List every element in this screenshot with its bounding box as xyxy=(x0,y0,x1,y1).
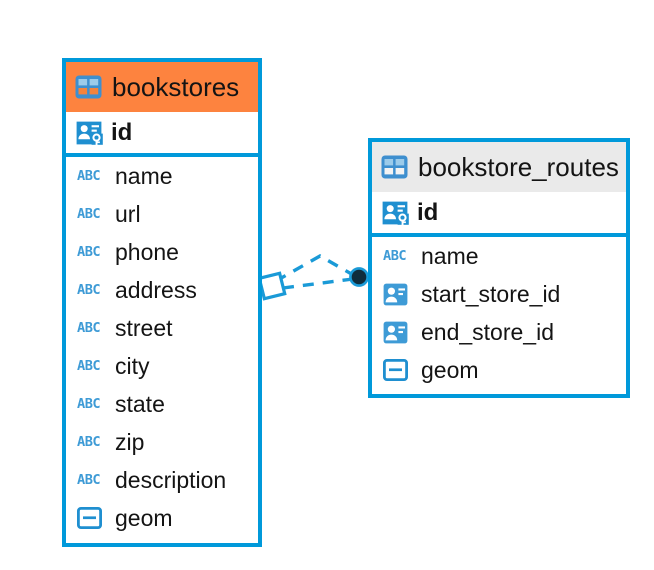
field-list-bookstore-routes: ABC name start_store_id xyxy=(372,237,626,389)
field-label: name xyxy=(421,242,479,269)
geometry-icon xyxy=(383,359,412,381)
entity-title: bookstores xyxy=(112,72,240,102)
field-label: state xyxy=(115,390,165,417)
filled-circle-marker xyxy=(349,267,369,287)
foreign-key-icon xyxy=(383,283,412,306)
field-label: street xyxy=(115,314,173,341)
abc-text-icon: ABC xyxy=(77,320,101,336)
entity-title: bookstore_routes xyxy=(418,152,619,182)
field-row-phone[interactable]: ABC phone xyxy=(66,233,258,271)
primary-key-icon xyxy=(381,200,409,226)
field-row-name[interactable]: ABC name xyxy=(372,237,626,275)
field-row-primary-key[interactable]: id xyxy=(372,192,626,237)
abc-text-icon: ABC xyxy=(77,282,101,298)
field-label: geom xyxy=(421,356,479,383)
abc-text-icon: ABC xyxy=(77,434,101,450)
abc-text-icon: ABC xyxy=(77,206,101,222)
field-row-geom[interactable]: geom xyxy=(372,351,626,389)
entity-bookstore-routes[interactable]: bookstore_routes id xyxy=(368,138,630,398)
field-label: id xyxy=(417,198,439,226)
diamond-marker xyxy=(257,271,287,301)
field-row-url[interactable]: ABC url xyxy=(66,195,258,233)
field-row-end-store-id[interactable]: end_store_id xyxy=(372,313,626,351)
field-label: geom xyxy=(115,504,173,531)
field-label: end_store_id xyxy=(421,318,554,345)
field-label: phone xyxy=(115,238,179,265)
entity-header-bookstores[interactable]: bookstores xyxy=(66,62,258,112)
field-row-street[interactable]: ABC street xyxy=(66,309,258,347)
field-label: zip xyxy=(115,428,145,455)
field-label: start_store_id xyxy=(421,280,561,307)
entity-bookstores[interactable]: bookstores xyxy=(62,58,262,547)
abc-text-icon: ABC xyxy=(383,248,407,264)
field-row-address[interactable]: ABC address xyxy=(66,271,258,309)
field-label: address xyxy=(115,276,197,303)
abc-text-icon: ABC xyxy=(77,358,101,374)
table-icon xyxy=(75,75,102,99)
field-row-primary-key[interactable]: id xyxy=(66,112,258,157)
geometry-icon xyxy=(77,507,106,529)
relationship-line-upper xyxy=(275,254,356,283)
field-label: name xyxy=(115,162,173,189)
field-row-zip[interactable]: ABC zip xyxy=(66,423,258,461)
field-label: city xyxy=(115,352,150,379)
field-label: id xyxy=(111,118,133,146)
field-row-name[interactable]: ABC name xyxy=(66,157,258,195)
entity-header-bookstore-routes[interactable]: bookstore_routes xyxy=(372,142,626,192)
field-row-state[interactable]: ABC state xyxy=(66,385,258,423)
foreign-key-icon xyxy=(383,321,412,344)
field-label: description xyxy=(115,466,227,493)
abc-text-icon: ABC xyxy=(77,472,101,488)
table-icon xyxy=(381,155,408,179)
field-row-geom[interactable]: geom xyxy=(66,499,258,537)
field-label: url xyxy=(115,200,141,227)
abc-text-icon: ABC xyxy=(77,396,101,412)
field-row-start-store-id[interactable]: start_store_id xyxy=(372,275,626,313)
field-row-city[interactable]: ABC city xyxy=(66,347,258,385)
field-row-description[interactable]: ABC description xyxy=(66,461,258,499)
primary-key-icon xyxy=(75,120,103,146)
abc-text-icon: ABC xyxy=(77,244,101,260)
relationship-line-lower xyxy=(282,277,354,290)
abc-text-icon: ABC xyxy=(77,168,101,184)
field-list-bookstores: ABC name ABC url ABC phone ABC address A… xyxy=(66,157,258,537)
